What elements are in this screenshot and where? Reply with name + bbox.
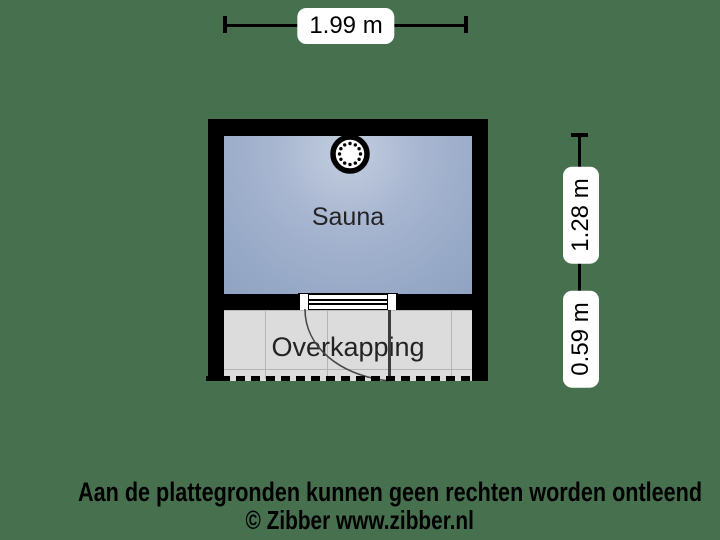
floor-gridline [327, 311, 328, 379]
wall-right [472, 119, 488, 381]
footer-copyright-text: © Zibber www.zibber.nl [245, 505, 475, 535]
top-dimension-tick-right [464, 16, 468, 33]
sauna-room-label: Sauna [311, 203, 385, 231]
door-leaf [388, 310, 391, 380]
ceiling-spotlight-icon [330, 134, 370, 174]
wall-top [208, 119, 488, 136]
wall-middle-right [398, 294, 472, 310]
overkapping-height-dimension-label: 0.59 m [563, 290, 599, 388]
top-dimension-tick-left [223, 16, 227, 33]
footer-disclaimer: Aan de plattegronden kunnen geen rechten… [0, 477, 720, 508]
door-swing-arc [304, 308, 390, 382]
footer-disclaimer-text: Aan de plattegronden kunnen geen rechten… [78, 477, 703, 507]
floor-gridline [265, 311, 266, 379]
right-dimension-tick-top [571, 133, 588, 137]
top-width-dimension-label: 1.99 m [297, 8, 395, 44]
floor-gridline [451, 311, 452, 379]
footer-copyright: © Zibber www.zibber.nl [0, 505, 720, 536]
window [298, 293, 398, 313]
overkapping-room-label: Overkapping [271, 332, 425, 362]
open-boundary-dashed-line [206, 376, 490, 381]
wall-middle-left [224, 294, 298, 310]
wall-left [208, 119, 224, 381]
sauna-height-dimension-label: 1.28 m [563, 166, 599, 264]
